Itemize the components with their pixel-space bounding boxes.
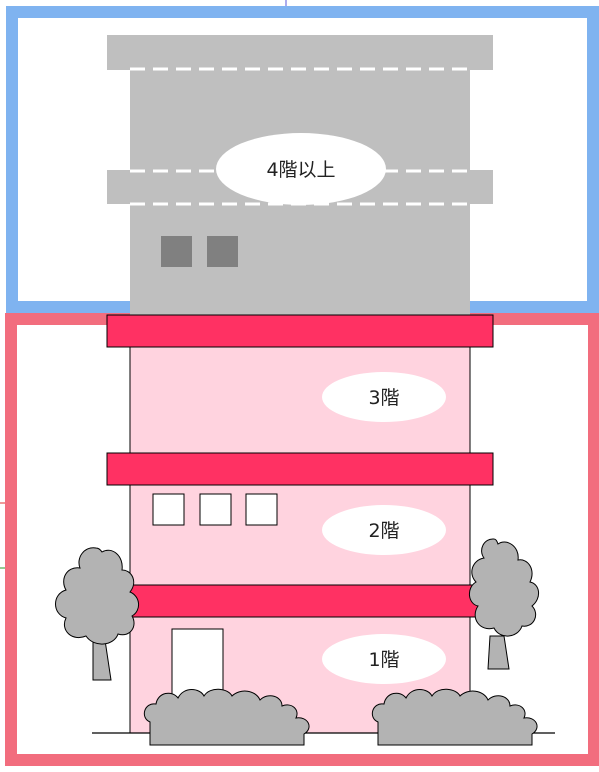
label-floor-2: 2階 <box>322 505 446 555</box>
tree-right <box>469 538 539 670</box>
svg-text:2階: 2階 <box>368 520 399 542</box>
bush-left <box>143 688 310 746</box>
svg-text:1階: 1階 <box>368 649 399 671</box>
bush-right <box>371 688 538 746</box>
window <box>152 493 185 526</box>
svg-text:4階以上: 4階以上 <box>266 159 335 181</box>
floor-band-2 <box>106 452 494 486</box>
window <box>199 493 232 526</box>
window-dark <box>161 236 192 267</box>
label-floor-1: 1階 <box>322 634 446 684</box>
window-dark <box>207 236 238 267</box>
floor-band-3 <box>106 314 494 348</box>
label-floor-3: 3階 <box>322 372 446 422</box>
svg-text:3階: 3階 <box>368 387 399 409</box>
label-upper-floors: 4階以上 <box>216 133 386 205</box>
window <box>245 493 278 526</box>
tree-left <box>55 547 139 681</box>
floor-band-1 <box>106 584 494 618</box>
